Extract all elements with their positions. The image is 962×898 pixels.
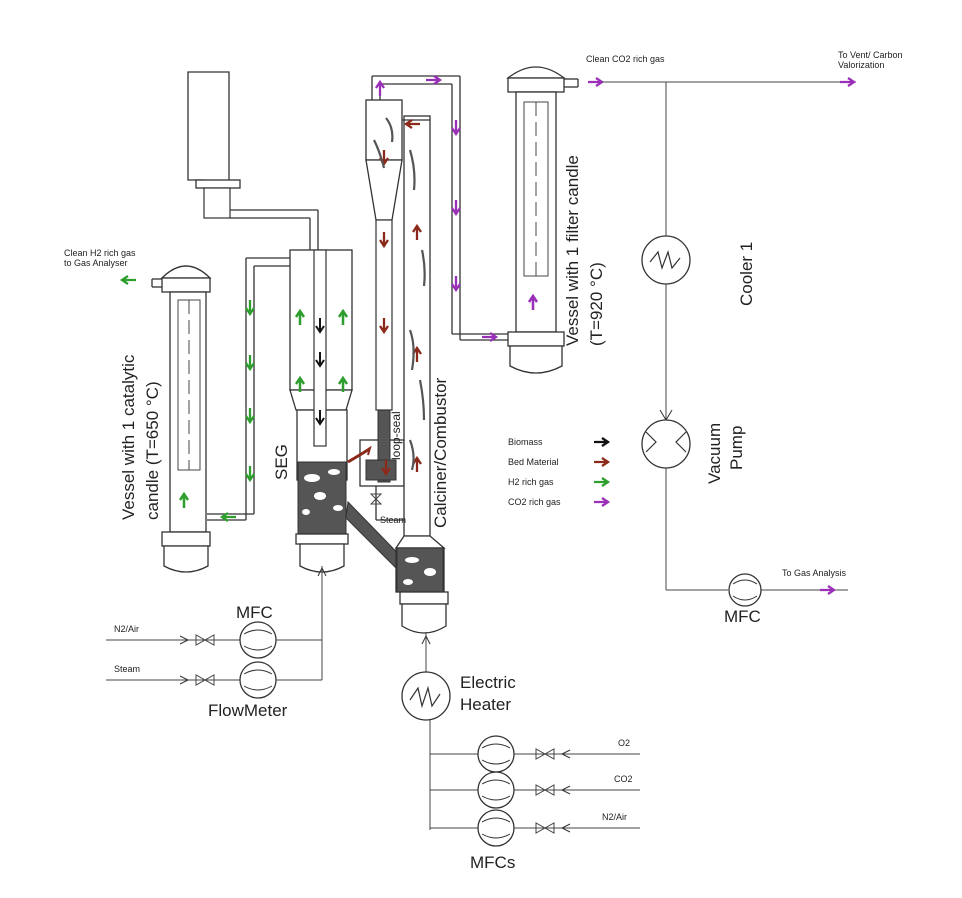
mfc-left-icon	[239, 621, 277, 659]
label-vessel-right-line2: (T=920 °C)	[587, 262, 606, 346]
label-mfcs: MFCs	[470, 853, 515, 872]
label-to-gas-analysis: To Gas Analysis	[782, 568, 847, 578]
label-vessel-left-line2: candle (T=650 °C)	[143, 381, 162, 520]
legend-h2-label: H2 rich gas	[508, 477, 554, 487]
legend-biomass-label: Biomass	[508, 437, 543, 447]
label-calciner: Calciner/Combustor	[431, 377, 450, 528]
label-flowmeter: FlowMeter	[208, 701, 288, 720]
legend-bed-material-label: Bed Material	[508, 457, 559, 467]
label-cooler: Cooler 1	[737, 242, 756, 306]
vessel-catalytic-candle	[119, 265, 212, 573]
label-steam-small: Steam	[380, 515, 406, 525]
label-h2-out: Clean H2 rich gas to Gas Analyser	[64, 248, 138, 268]
cooler-icon	[641, 235, 691, 285]
seg-feed-lines	[106, 566, 327, 699]
calciner-feed-lines	[401, 632, 640, 847]
label-mfc-right: MFC	[724, 607, 761, 626]
gas-cleaning-train	[641, 82, 848, 607]
valve-icon	[195, 634, 215, 646]
biomass-hopper	[187, 71, 319, 250]
electric-heater-icon	[401, 671, 451, 721]
label-loop-seal: loop-seal	[389, 411, 403, 460]
label-to-vent-line1: To Vent/ Carbon	[838, 50, 903, 60]
label-seg: SEG	[272, 444, 291, 480]
label-n2air-left: N2/Air	[114, 624, 139, 634]
legend-h2-arrow	[594, 477, 611, 487]
label-electric-line2: Heater	[460, 695, 511, 714]
label-electric-line1: Electric	[460, 673, 516, 692]
legend-arrows	[594, 437, 611, 507]
vacuum-pump-icon	[641, 419, 691, 469]
label-n2air-right: N2/Air	[602, 812, 627, 822]
loop-seal	[347, 409, 405, 521]
label-vessel-left-line1: Vessel with 1 catalytic	[119, 354, 138, 520]
label-steam-left: Steam	[114, 664, 140, 674]
label-clean-co2: Clean CO2 rich gas	[586, 54, 665, 64]
label-co2: CO2	[614, 774, 633, 784]
flowmeter-icon	[239, 661, 277, 699]
calciner-combustor	[365, 75, 508, 634]
legend-co2-arrow	[594, 497, 611, 507]
label-to-vent: To Vent/ Carbon Valorization	[838, 50, 905, 70]
seg-reactor	[289, 249, 353, 573]
legend-bed-material-arrow	[594, 457, 611, 467]
valve-icon	[195, 674, 215, 686]
label-vacuum-line1: Vacuum	[705, 423, 724, 484]
label-vessel-right-line1: Vessel with 1 filter candle	[563, 155, 582, 346]
label-vacuum-line2: Pump	[727, 426, 746, 470]
label-mfc-left: MFC	[236, 603, 273, 622]
label-o2: O2	[618, 738, 630, 748]
label-to-vent-line2: Valorization	[838, 60, 884, 70]
vessel-filter-candle	[506, 66, 857, 374]
h2-gas-line	[207, 257, 290, 522]
legend-biomass-arrow	[594, 437, 611, 447]
mfc-right-icon	[728, 573, 762, 607]
legend-co2-label: CO2 rich gas	[508, 497, 561, 507]
